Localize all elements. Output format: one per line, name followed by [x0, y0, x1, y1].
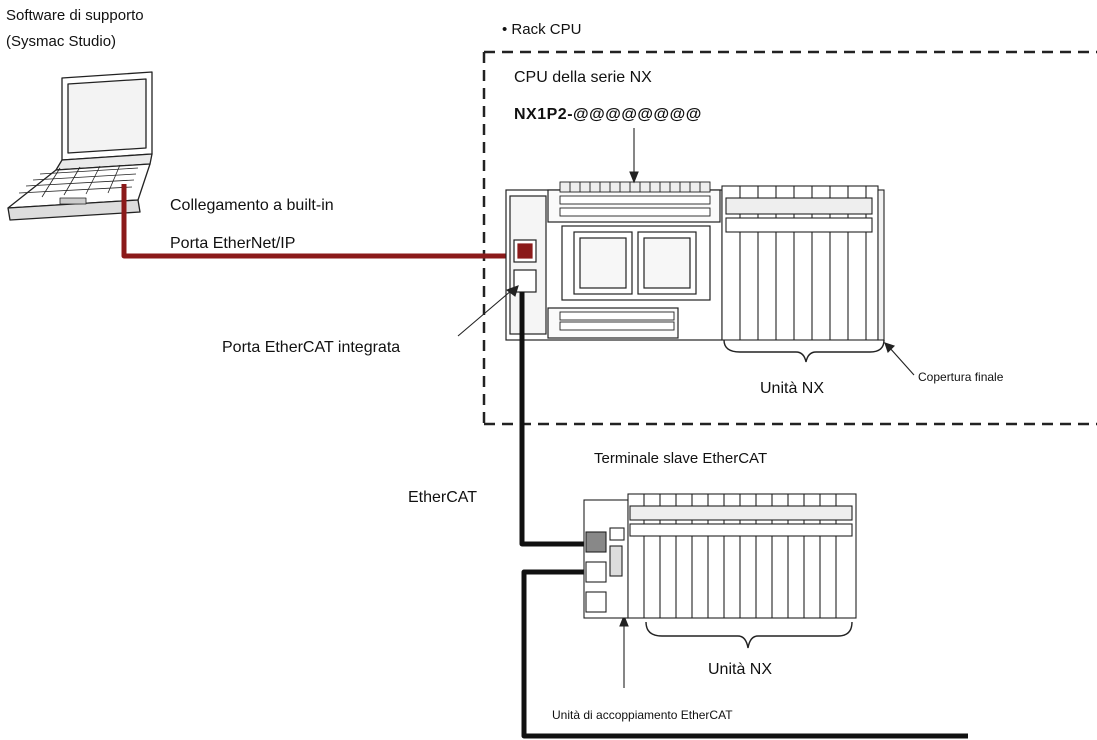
- plc-cpu-icon: [505, 181, 723, 341]
- ethercat-cable: [519, 292, 968, 739]
- nx-units-brace-slave: [645, 621, 853, 649]
- nx-units-brace-cpu-rack: [723, 339, 885, 363]
- ethercat-port-label: Porta EtherCAT integrata: [222, 339, 401, 356]
- nx-units-label-cpu-rack: Unità NX: [760, 380, 825, 397]
- ethercat-label: EtherCAT: [408, 489, 478, 506]
- software-label-line2: (Sysmac Studio): [6, 33, 117, 50]
- laptop-icon: [7, 71, 153, 221]
- callout-arrows: [457, 128, 915, 688]
- rack-cpu-label: • Rack CPU: [502, 21, 582, 38]
- coupler-label: Unità di accoppiamento EtherCAT: [552, 708, 733, 722]
- ethercat-coupler-icon: [583, 499, 629, 619]
- builtin-connection-label: Collegamento a built-in: [170, 197, 334, 214]
- rack-cpu-boundary: [482, 50, 1097, 426]
- ethernet-cable: [121, 184, 525, 259]
- nx-units-cpu-rack: [721, 185, 885, 341]
- nx-units-label-slave: Unità NX: [708, 661, 773, 678]
- cpu-series-label: CPU della serie NX: [514, 69, 652, 86]
- software-label-line1: Software di supporto: [6, 7, 144, 24]
- nx-units-slave: [627, 493, 857, 619]
- end-cover-label: Copertura finale: [918, 370, 1004, 384]
- ethernet-port-label: Porta EtherNet/IP: [170, 235, 296, 252]
- cpu-model-label: NX1P2-@@@@@@@@: [514, 106, 702, 123]
- slave-terminal-label: Terminale slave EtherCAT: [594, 450, 768, 467]
